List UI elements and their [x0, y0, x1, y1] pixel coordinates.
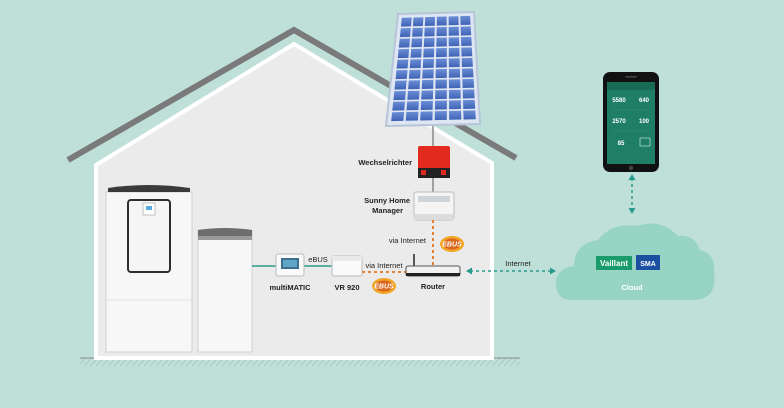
solar-cell: [409, 59, 422, 69]
via-internet-top-label: via Internet: [389, 236, 427, 245]
solar-cell: [463, 99, 476, 109]
solar-cell: [461, 36, 472, 46]
solar-cell: [399, 28, 411, 38]
solar-cell: [420, 100, 433, 110]
solar-cell: [462, 68, 474, 78]
solar-cell: [460, 26, 472, 36]
inverter-icon: [418, 146, 450, 178]
solar-cell: [412, 27, 423, 37]
solar-cell: [449, 100, 461, 110]
ground-line: [80, 358, 520, 366]
phone-value-4: 100: [639, 119, 650, 125]
solar-cell: [408, 80, 420, 90]
solar-cell: [396, 59, 409, 69]
solar-cell: [405, 111, 419, 121]
multimatic-label: multiMATIC: [269, 283, 311, 292]
vaillant-logo: Vaillant: [596, 256, 632, 270]
router-icon: [405, 254, 461, 277]
solar-cell: [421, 90, 434, 100]
solar-cell: [461, 47, 473, 57]
solar-cell: [421, 79, 434, 89]
solar-cell: [423, 37, 435, 47]
svg-text:EBUS: EBUS: [374, 284, 394, 291]
solar-cell: [420, 111, 433, 121]
solar-cell: [434, 111, 447, 121]
svg-text:SMA: SMA: [640, 261, 656, 268]
solar-cell: [423, 48, 435, 58]
solar-cell: [407, 90, 420, 100]
solar-cell: [391, 112, 405, 122]
svg-text:EBUS: EBUS: [442, 242, 462, 249]
solar-cell: [424, 27, 435, 37]
solar-cell: [422, 69, 434, 79]
phone-value-3: 2570: [612, 119, 626, 125]
solar-cell: [392, 101, 405, 111]
solar-cell: [462, 78, 475, 88]
solar-cell: [422, 58, 434, 68]
solar-cell: [424, 16, 435, 26]
solar-cell: [448, 26, 459, 36]
internet-label: Internet: [505, 259, 531, 268]
solar-cell: [435, 79, 447, 89]
solar-cell: [436, 27, 447, 37]
solar-cell: [460, 15, 471, 25]
smartphone-icon: 5580 640 2570 100 85: [603, 72, 659, 172]
solar-cell: [436, 37, 447, 47]
solar-cell: [448, 79, 461, 89]
solar-cell: [436, 16, 447, 26]
svg-text:Vaillant: Vaillant: [600, 259, 628, 268]
router-label: Router: [421, 282, 445, 291]
cloud-label: Cloud: [621, 283, 643, 292]
solar-cell: [463, 110, 476, 120]
solar-cell: [394, 80, 407, 90]
solar-cell: [410, 48, 422, 58]
solar-cell: [398, 38, 410, 48]
vr920-device: [331, 255, 363, 277]
phone-value-2: 640: [639, 98, 650, 104]
cloud-icon: [556, 223, 715, 300]
solar-cell: [400, 17, 412, 27]
solar-panel-icon: [384, 10, 482, 128]
solar-cell: [448, 16, 459, 26]
solar-cell: [395, 70, 408, 80]
solar-cell: [406, 101, 419, 111]
heat-pump-icon: [105, 185, 193, 353]
multimatic-device: [275, 253, 305, 277]
solar-cell: [411, 38, 423, 48]
solar-cell: [435, 90, 447, 100]
via-internet-mid-label: via Internet: [365, 261, 403, 270]
solar-cell: [448, 37, 460, 47]
home-manager-label-1: Sunny Home: [364, 196, 410, 205]
energy-meter-icon: [413, 191, 455, 221]
solar-cell: [448, 47, 460, 57]
solar-cell: [448, 68, 461, 78]
storage-tank-icon: [197, 228, 253, 353]
ebus-logo-top: EBUS: [440, 236, 464, 252]
solar-cell: [435, 58, 447, 68]
solar-cell: [408, 69, 421, 79]
solar-cell: [461, 57, 473, 67]
solar-cell: [397, 49, 410, 59]
solar-cell: [393, 91, 406, 101]
solar-cell: [449, 110, 462, 120]
solar-cell: [462, 89, 475, 99]
solar-cell: [434, 100, 447, 110]
home-manager-label-2: Manager: [372, 206, 403, 215]
vr920-label: VR 920: [334, 283, 359, 292]
solar-cell: [449, 89, 461, 99]
phone-value-1: 5580: [612, 98, 626, 104]
solar-cell: [412, 17, 424, 27]
solar-cell: [436, 48, 447, 58]
sma-logo: SMA: [636, 255, 660, 270]
ebus-logo-bottom: EBUS: [372, 278, 396, 294]
solar-cell: [448, 58, 460, 68]
phone-value-5: 85: [618, 141, 625, 147]
ebus-link-label: eBUS: [308, 255, 328, 264]
solar-cell: [435, 69, 447, 79]
inverter-label: Wechselrichter: [358, 158, 412, 167]
